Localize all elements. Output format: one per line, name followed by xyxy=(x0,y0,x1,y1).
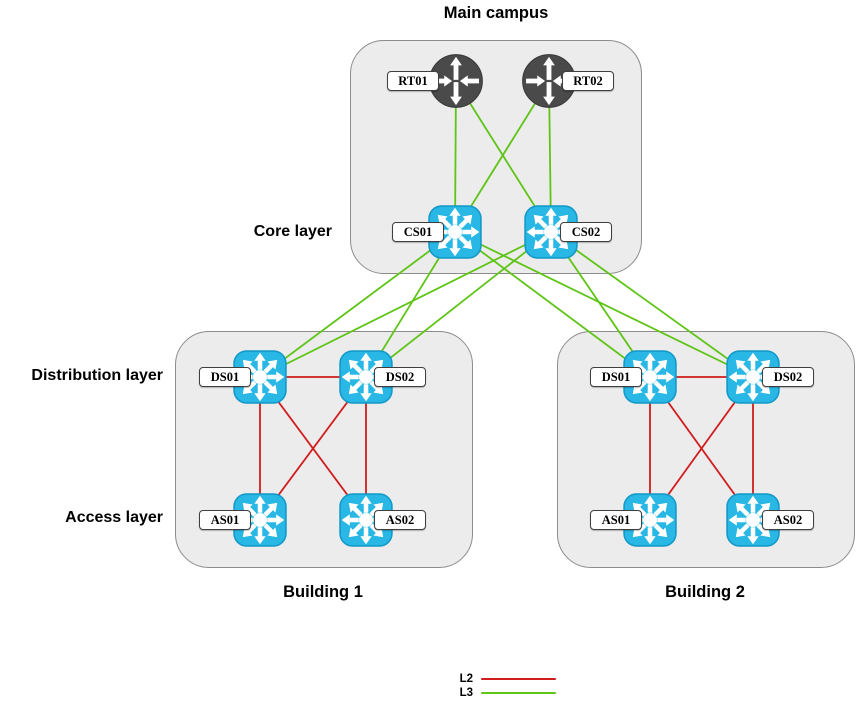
node-b2-as01-label: AS01 xyxy=(590,510,642,530)
core-layer-label: Core layer xyxy=(253,223,332,240)
building2-title: Building 2 xyxy=(665,583,745,601)
legend-l2-line xyxy=(481,677,556,681)
legend-row-l2: L2 xyxy=(440,672,556,686)
main-campus-title: Main campus xyxy=(443,4,549,22)
legend-l3-line xyxy=(481,691,556,695)
node-b2-as02-label: AS02 xyxy=(762,510,814,530)
node-b1-ds01-label: DS01 xyxy=(199,367,251,387)
node-b1-ds02-label: DS02 xyxy=(374,367,426,387)
legend-l2-label: L2 xyxy=(459,673,473,685)
node-b1-as01-label: AS01 xyxy=(199,510,251,530)
node-b1-as02-label: AS02 xyxy=(374,510,426,530)
node-b2-ds01-label: DS01 xyxy=(590,367,642,387)
legend-l3-label: L3 xyxy=(459,687,473,699)
access-layer-label: Access layer xyxy=(65,509,163,526)
legend: L2 L3 xyxy=(440,672,556,700)
node-cs02-label: CS02 xyxy=(560,222,612,242)
node-rt01-label: RT01 xyxy=(387,71,439,91)
node-b2-ds02-label: DS02 xyxy=(762,367,814,387)
node-cs01-label: CS01 xyxy=(392,222,444,242)
legend-row-l3: L3 xyxy=(440,686,556,700)
building1-title: Building 1 xyxy=(283,583,363,601)
distribution-layer-label: Distribution layer xyxy=(31,367,163,384)
node-rt02-label: RT02 xyxy=(562,71,614,91)
